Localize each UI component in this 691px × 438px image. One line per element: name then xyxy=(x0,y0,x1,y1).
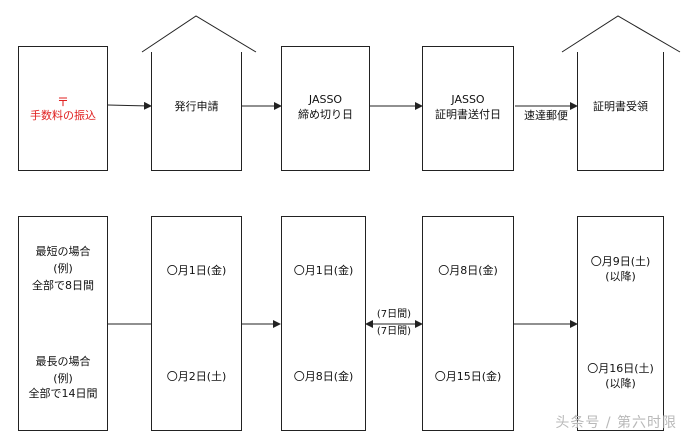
date-long-4-after: (以降) xyxy=(605,377,636,390)
step-deadline-label-1: JASSO xyxy=(308,93,343,106)
interval-label-1: (7日間) xyxy=(376,309,412,320)
case-column: 最短の場合 (例) 全部で8日間 最長の場合 (例) 全部で14日間 xyxy=(18,216,108,431)
case-long-total: 全部で14日間 xyxy=(28,387,98,400)
step-sending-label-2: 証明書送付日 xyxy=(435,108,501,121)
step-receive-label: 証明書受領 xyxy=(593,100,648,113)
step-deadline: JASSO 締め切り日 xyxy=(281,46,370,171)
roof-jyuryo xyxy=(561,15,681,53)
step-sending: JASSO 証明書送付日 xyxy=(422,46,514,171)
date-column-deadline: 〇月1日(金) 〇月8日(金) xyxy=(281,216,366,431)
date-column-application: 〇月1日(金) 〇月2日(土) xyxy=(151,216,242,431)
date-short-2: 〇月1日(金) xyxy=(293,264,354,277)
date-short-1: 〇月1日(金) xyxy=(166,264,227,277)
date-column-receive: 〇月9日(土) (以降) 〇月16日(土) (以降) xyxy=(577,216,664,431)
case-long-note: (例) xyxy=(53,372,73,385)
date-long-4: 〇月16日(土) xyxy=(587,362,654,375)
mail-label: 速達郵便 xyxy=(524,109,568,122)
step-receive: 証明書受領 xyxy=(577,52,664,171)
date-short-4: 〇月9日(土) xyxy=(590,255,651,268)
case-short-note: (例) xyxy=(53,262,73,275)
case-short-title: 最短の場合 xyxy=(35,245,91,258)
date-long-3: 〇月15日(金) xyxy=(434,370,502,383)
watermark: 头条号 / 第六时限 xyxy=(555,415,677,431)
date-short-3: 〇月8日(金) xyxy=(438,264,498,277)
step-sending-label-1: JASSO xyxy=(451,93,485,106)
date-column-sending: 〇月8日(金) 〇月15日(金) xyxy=(422,216,514,431)
post-mark-icon: 〒 xyxy=(56,95,69,109)
step-deadline-label-2: 締め切り日 xyxy=(298,108,353,121)
step-payment-label: 手数料の振込 xyxy=(30,109,96,122)
step-application-label: 発行申請 xyxy=(174,100,219,113)
step-application: 発行申請 xyxy=(151,52,242,171)
step-payment: 〒 手数料の振込 xyxy=(18,46,108,171)
date-short-4-after: (以降) xyxy=(605,270,636,283)
arrow-step1-step2 xyxy=(107,101,152,110)
roof-hatsuko xyxy=(141,15,257,53)
date-long-1: 〇月2日(土) xyxy=(166,370,227,383)
interval-label-2: (7日間) xyxy=(376,326,412,337)
case-long-title: 最長の場合 xyxy=(35,355,91,368)
date-long-2: 〇月8日(金) xyxy=(293,370,354,383)
case-short-total: 全部で8日間 xyxy=(32,279,94,292)
